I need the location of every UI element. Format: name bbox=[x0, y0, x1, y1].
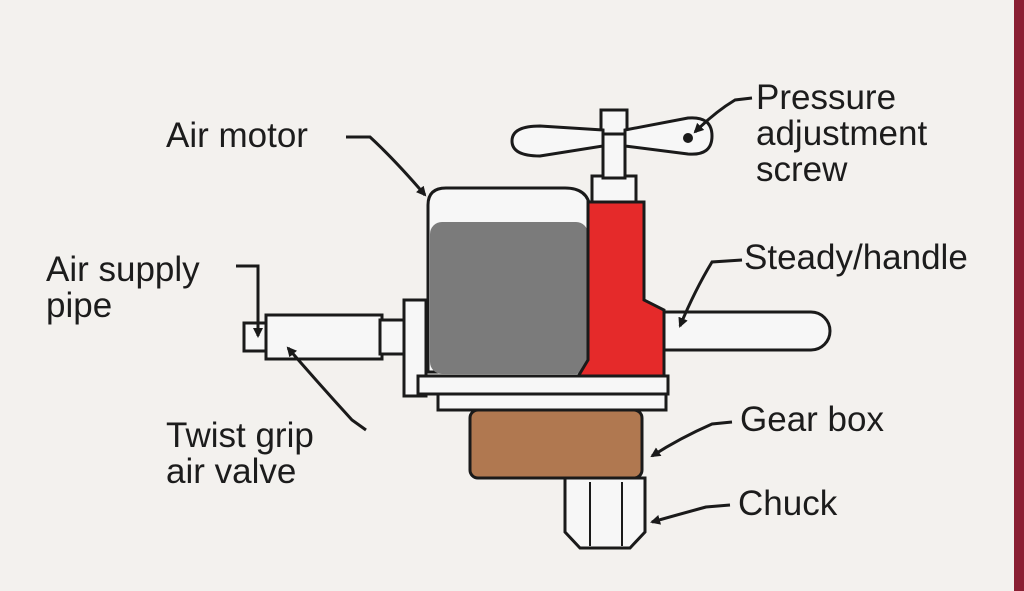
leader-twist-grip bbox=[286, 346, 367, 432]
page-edge-bar bbox=[1014, 0, 1024, 591]
label-line: Gear box bbox=[740, 400, 884, 439]
leader-air-supply bbox=[236, 264, 263, 338]
screw-collar bbox=[590, 174, 638, 204]
label-steady-handle: Steady/handle bbox=[744, 240, 968, 276]
label-line: Chuck bbox=[738, 484, 838, 523]
label-line: pipe bbox=[46, 286, 113, 325]
screw-cap bbox=[599, 108, 629, 136]
label-line: Steady/handle bbox=[744, 238, 968, 277]
pipe-end-fitting bbox=[242, 321, 268, 353]
steady-handle-bar bbox=[638, 310, 832, 352]
leader-chuck bbox=[650, 503, 731, 525]
motor-inlet-flange bbox=[402, 298, 428, 398]
chuck-body bbox=[563, 476, 647, 550]
air-motor-fill bbox=[430, 222, 588, 374]
handle-housing bbox=[573, 200, 666, 382]
base-plate-top bbox=[416, 374, 670, 396]
tbar-left-wing bbox=[510, 124, 605, 158]
label-line: Pressure bbox=[756, 78, 897, 117]
label-air-motor: Air motor bbox=[166, 118, 308, 154]
leader-gear-box bbox=[650, 420, 733, 458]
twist-grip-tube bbox=[264, 313, 384, 361]
leader-air-motor bbox=[346, 135, 427, 197]
label-twist-grip-air-valve: Twist grip air valve bbox=[166, 418, 314, 490]
screw-stem bbox=[601, 130, 627, 180]
label-line: Air supply bbox=[46, 250, 200, 289]
tbar-right-wing bbox=[623, 116, 714, 156]
label-line: Air motor bbox=[166, 116, 308, 155]
tbar-pin bbox=[683, 133, 693, 143]
leader-pressure-screw bbox=[693, 96, 753, 134]
leader-steady-handle bbox=[678, 258, 743, 328]
label-air-supply-pipe: Air supply pipe bbox=[46, 252, 200, 324]
base-plate-bottom bbox=[436, 392, 668, 412]
gear-box-body bbox=[468, 408, 644, 480]
label-line: adjustment bbox=[756, 114, 928, 153]
label-chuck: Chuck bbox=[738, 486, 837, 522]
label-gear-box: Gear box bbox=[740, 402, 884, 438]
pipe-coupling bbox=[378, 318, 408, 356]
label-line: screw bbox=[756, 150, 848, 189]
label-line: Twist grip bbox=[166, 416, 314, 455]
label-line: air valve bbox=[166, 452, 297, 491]
label-pressure-adjustment-screw: Pressure adjustment screw bbox=[756, 80, 927, 188]
